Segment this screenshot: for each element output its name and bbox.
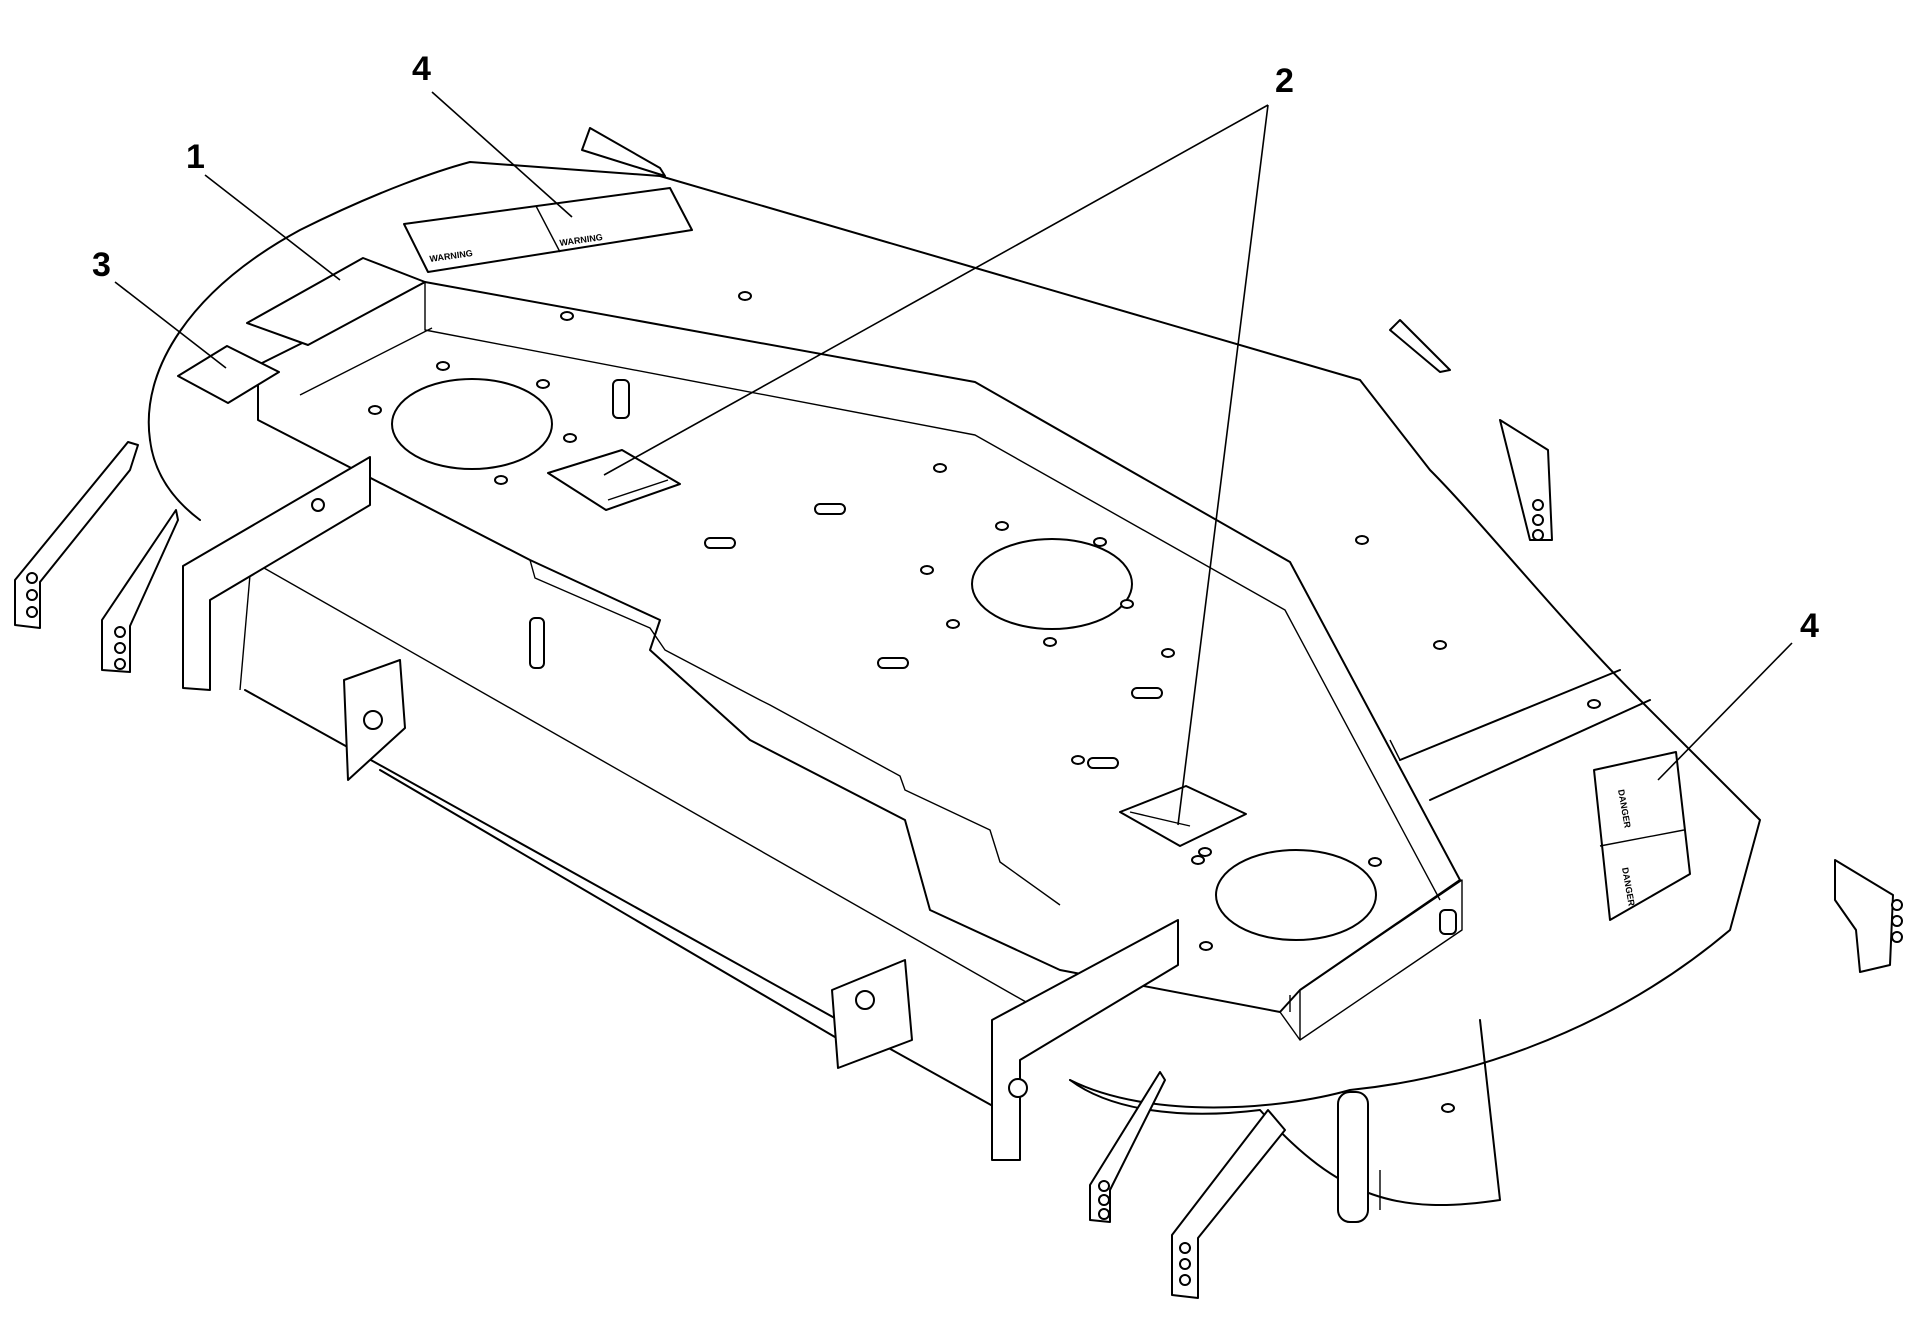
- left-spindle-hole: [391, 378, 553, 470]
- bracket-top-tab: [581, 127, 666, 177]
- center-spindle-hole: [971, 538, 1133, 630]
- right-spindle-hole: [1215, 849, 1377, 941]
- pin-right: [1439, 909, 1457, 935]
- bracket-right-1: [1499, 419, 1553, 541]
- bracket-left-plate: [182, 456, 371, 691]
- bracket-left-inner: [101, 509, 179, 673]
- spindle-holes: [391, 378, 1377, 941]
- bracket-rear-2: [1171, 1109, 1286, 1299]
- bolt-holes: [368, 291, 1601, 1113]
- decal-2-right: [1119, 785, 1247, 847]
- brackets: [14, 127, 1903, 1299]
- pins: [529, 379, 1457, 1223]
- callout-4-top: 4: [412, 50, 431, 88]
- bracket-front-right: [991, 919, 1179, 1161]
- callout-4-right: 4: [1800, 607, 1819, 645]
- decal-1: [246, 257, 426, 346]
- decal-4-right: [1593, 751, 1691, 921]
- decal-2-left: [547, 449, 681, 511]
- callouts: 1 2 3 4 4: [92, 50, 1819, 645]
- callout-3: 3: [92, 246, 111, 284]
- leaders: [114, 91, 1793, 826]
- bracket-front-center: [831, 959, 913, 1069]
- callout-1: 1: [186, 138, 205, 176]
- bracket-right-3: [1389, 319, 1451, 373]
- decals: WARNING WARNING DANGER DANGER: [177, 187, 1691, 921]
- bracket-right-2: [1834, 859, 1894, 973]
- bracket-left-outer: [14, 441, 139, 629]
- pin-center: [529, 617, 545, 669]
- callout-2: 2: [1275, 62, 1294, 100]
- pin-rear: [1337, 1091, 1369, 1223]
- pin-left: [612, 379, 630, 419]
